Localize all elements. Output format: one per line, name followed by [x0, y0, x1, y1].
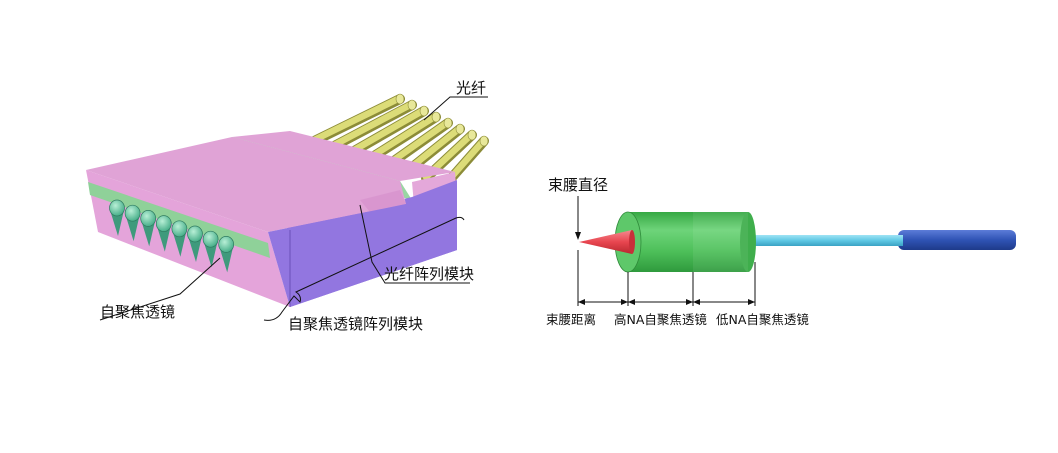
grin-lens: [109, 199, 125, 236]
label-grin-lens: 自聚焦透镜: [100, 303, 175, 321]
fiber-core: [745, 235, 903, 246]
label-fiber-array-module: 光纤阵列模块: [384, 265, 474, 283]
brace-grin-lens-array-module: [263, 216, 465, 321]
fiber-jacket: [898, 230, 1016, 250]
grin-module-side: [268, 196, 457, 307]
leader-grin-lens: [99, 257, 221, 321]
beam-cone-base: [629, 230, 635, 254]
grin-lens-row: [109, 199, 235, 273]
leader-fiber: [423, 96, 488, 121]
grin-module-top: [86, 137, 406, 232]
grin-lens: [171, 220, 188, 257]
beam-waist-illustration: 束腰直径 束腰距离 高NA自聚焦透镜 低NA自聚焦透镜: [546, 176, 1016, 327]
dimension-lines: [577, 250, 756, 306]
grin-lens: [218, 236, 235, 273]
grin-lens: [124, 204, 141, 242]
grin-lens: [187, 225, 203, 262]
grin-lens-array-module-illustration: 光纤 光纤阵列模块 自聚焦透镜 自聚焦透镜阵列模块: [86, 79, 489, 333]
grin-lens: [155, 215, 172, 252]
label-grin-lens-array-module: 自聚焦透镜阵列模块: [288, 315, 423, 333]
grin-lens: [202, 230, 219, 268]
grin-lens-cylinder-end-right: [740, 212, 756, 272]
focused-beam-cone: [579, 230, 632, 254]
label-high-na-lens: 高NA自聚焦透镜: [614, 312, 707, 327]
dimension-arrowheads: [578, 299, 755, 305]
grin-lens-cylinder-body: [628, 212, 748, 272]
leader-fiber-array-module: [359, 204, 470, 284]
low-na-section-shade: [693, 212, 748, 272]
label-waist-diameter: 束腰直径: [548, 176, 608, 194]
label-fiber: 光纤: [456, 79, 486, 97]
grin-lens: [140, 210, 157, 247]
waist-diameter-arrowhead: [575, 232, 581, 240]
fiber-array-block-top: [232, 131, 455, 181]
label-low-na-lens: 低NA自聚焦透镜: [716, 312, 809, 327]
label-waist-distance: 束腰距离: [546, 312, 596, 327]
